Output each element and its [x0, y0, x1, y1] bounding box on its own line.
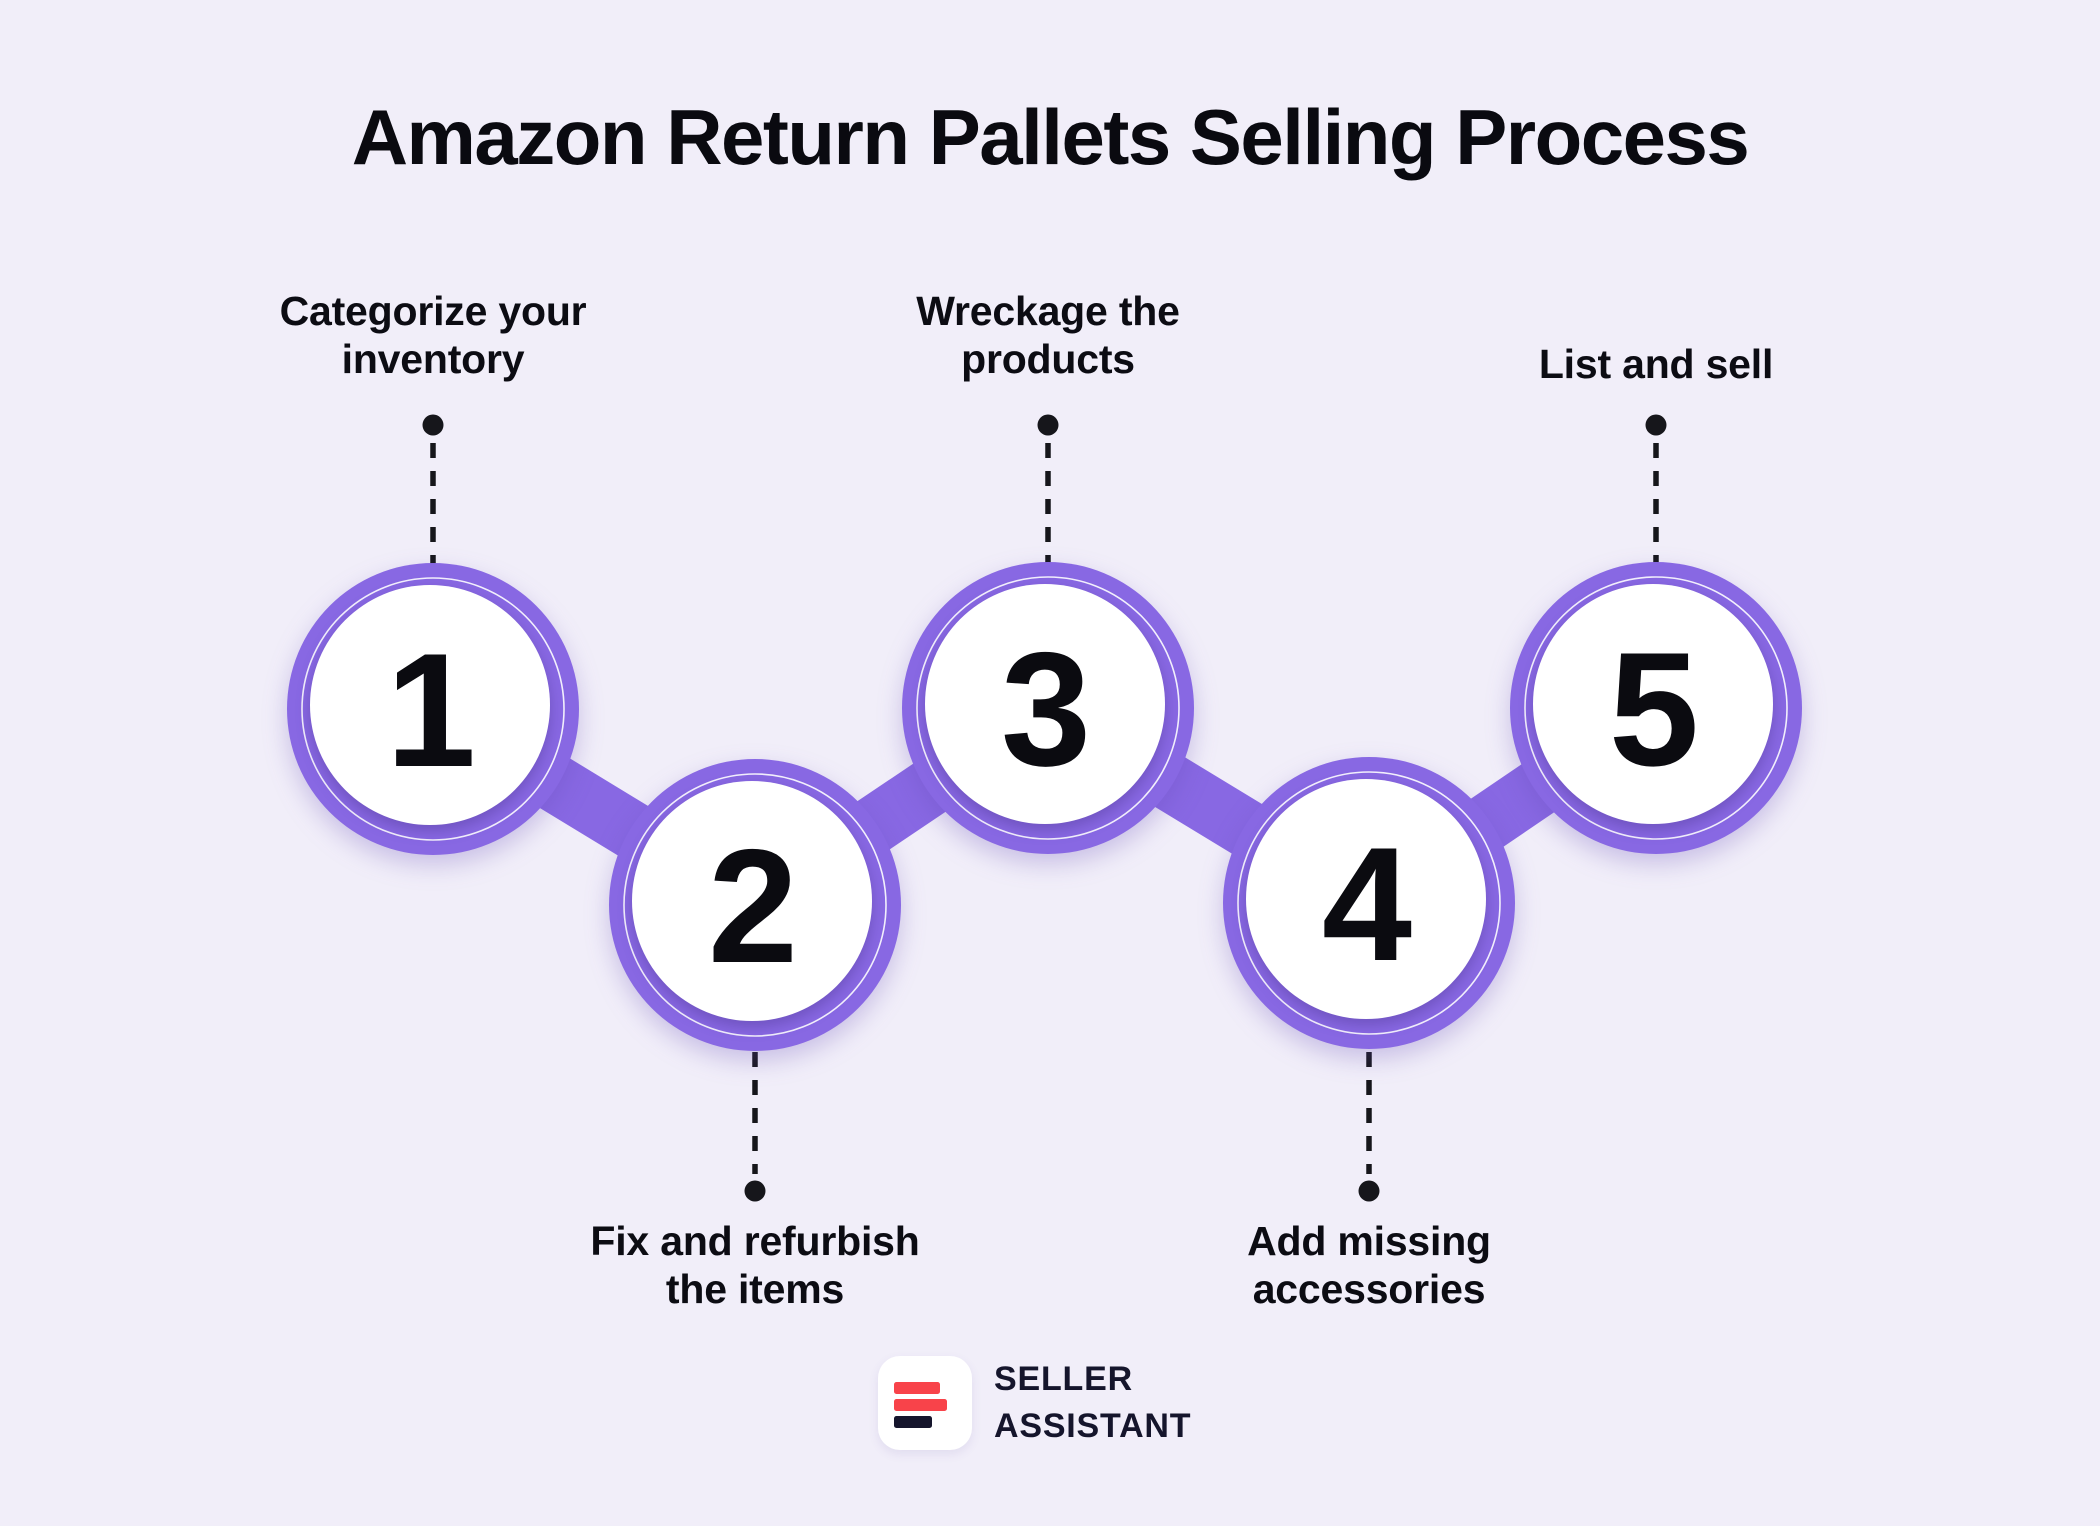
step-label-line: Fix and refurbish	[590, 1218, 920, 1264]
pointer-step-2	[744, 1052, 766, 1202]
step-label-line: the items	[665, 1266, 845, 1312]
step-node-3: 3	[902, 562, 1194, 854]
step-node-2: 2	[609, 759, 901, 1051]
step-circle-ring	[1524, 576, 1788, 840]
brand-name-line1: SELLER	[994, 1360, 1133, 1398]
pointer-step-3	[1037, 414, 1059, 564]
step-number-1: 1	[386, 620, 476, 801]
step-node-5: 5	[1510, 562, 1802, 854]
step-number-4: 4	[1322, 814, 1412, 995]
step-circle-ring	[623, 773, 887, 1037]
pointer-dot-icon	[1645, 414, 1667, 436]
pointer-dot-icon	[422, 414, 444, 436]
step-circle-inner	[1533, 584, 1773, 824]
step-number-3: 3	[1001, 619, 1091, 800]
pointer-dot-icon	[1037, 414, 1059, 436]
page-title: Amazon Return Pallets Selling Process	[351, 93, 1750, 181]
step-label-line: Categorize your	[279, 288, 587, 334]
step-label-4: Add missing accessories	[1139, 1217, 1599, 1313]
logo-bar-red-1	[894, 1382, 940, 1394]
pointer-dot-icon	[744, 1180, 766, 1202]
step-label-line: Add missing	[1247, 1218, 1491, 1264]
pointer-step-1	[422, 414, 444, 564]
pointer-dot-icon	[1358, 1180, 1380, 1202]
step-number-5: 5	[1609, 619, 1699, 800]
step-label-5: List and sell	[1426, 340, 1886, 388]
step-circle-inner	[632, 781, 872, 1021]
three-bars-logo-icon	[878, 1356, 972, 1450]
step-circle-ring	[1237, 771, 1501, 1035]
step-label-line: accessories	[1252, 1266, 1486, 1312]
step-label-1: Categorize your inventory	[203, 287, 663, 383]
brand-name: SELLER ASSISTANT	[994, 1356, 1191, 1450]
step-circle-inner	[925, 584, 1165, 824]
step-label-line: List and sell	[1538, 341, 1774, 387]
step-circle-inner	[310, 585, 550, 825]
logo-bar-navy	[894, 1416, 932, 1428]
step-node-1: 1	[287, 563, 579, 855]
step-circle-ring	[916, 576, 1180, 840]
step-number-2: 2	[708, 816, 798, 997]
step-label-line: products	[961, 336, 1135, 382]
step-label-line: inventory	[341, 336, 525, 382]
step-circle-inner	[1246, 779, 1486, 1019]
step-label-3: Wreckage the products	[818, 287, 1278, 383]
seller-assistant-brand: SELLER ASSISTANT	[878, 1356, 1191, 1450]
pointer-step-4	[1358, 1052, 1380, 1202]
step-label-line: Wreckage the	[916, 288, 1180, 334]
pointer-step-5	[1645, 414, 1667, 564]
logo-bar-red-2	[894, 1399, 947, 1411]
step-label-2: Fix and refurbish the items	[525, 1217, 985, 1313]
brand-name-line2: ASSISTANT	[994, 1407, 1192, 1445]
step-node-4: 4	[1223, 757, 1515, 1049]
step-circle-ring	[301, 577, 565, 841]
